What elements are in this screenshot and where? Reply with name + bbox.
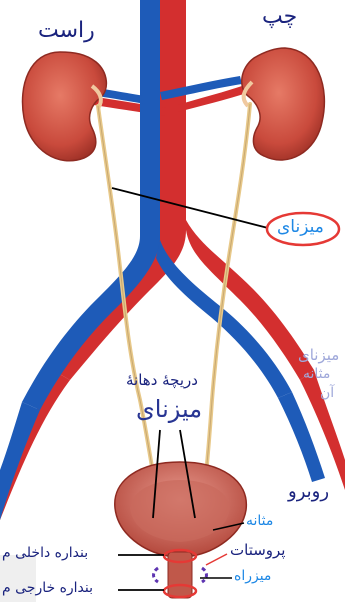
left-kidney [242, 48, 325, 160]
partial-label-3: آن [320, 386, 334, 400]
urethra-label: میزراه [234, 569, 271, 583]
prostate-marker [154, 568, 159, 582]
prostate-marker-right [202, 568, 207, 582]
ureteral-orifice-label-1: دریچهٔ دهانهٔ [126, 373, 198, 388]
right-side-label: راست [38, 20, 95, 42]
partial-label-1: میزنای [298, 348, 339, 363]
external-sphincter-label: بنداره خارجی م [2, 581, 93, 595]
partial-label-2: مثانه [303, 367, 330, 381]
ureter-pointer [112, 188, 268, 228]
internal-sphincter-label: بنداره داخلی م [2, 546, 88, 560]
ureter-label: میزنای [277, 219, 324, 236]
bladder-label: مثانه [246, 514, 273, 528]
prostate-label: پروستات [230, 543, 285, 558]
ureteral-orifice-label-2: میزنای [136, 397, 202, 421]
right-kidney [23, 52, 107, 161]
prostate-pointer [206, 554, 227, 565]
left-side-label: چپ [262, 6, 297, 28]
front-view-label: روبرو [288, 483, 329, 501]
